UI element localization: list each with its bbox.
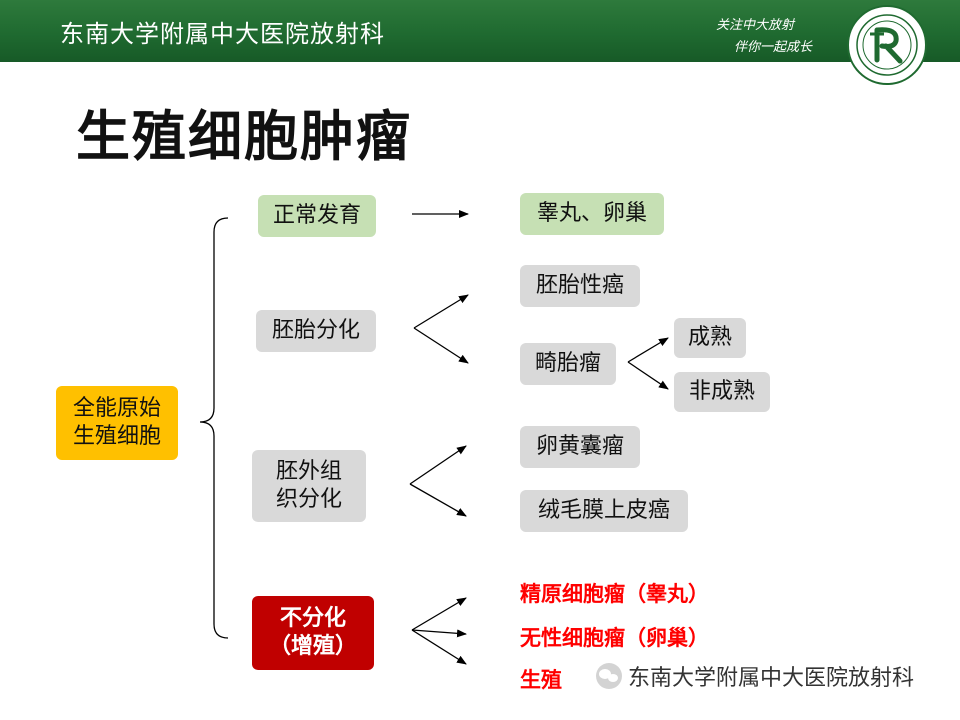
branch-extra-embryonic: 胚外组 织分化 bbox=[252, 450, 366, 522]
undiff-line-2: （增殖） bbox=[268, 634, 357, 659]
root-brace bbox=[199, 217, 229, 639]
leaf-dysgerminoma: 无性细胞瘤（卵巢） bbox=[520, 626, 709, 650]
arrow-embryonic-up bbox=[413, 294, 469, 329]
arrow-undiff-down bbox=[411, 629, 467, 665]
arrow-teratoma-up bbox=[627, 337, 669, 363]
leaf-seminoma: 精原细胞瘤（睾丸） bbox=[520, 582, 709, 606]
leaf-teratoma: 畸胎瘤 bbox=[520, 343, 616, 385]
arrow-undiff-mid bbox=[411, 629, 467, 638]
header-title: 东南大学附属中大医院放射科 bbox=[60, 20, 385, 48]
leaf-testis-ovary: 睾丸、卵巢 bbox=[520, 193, 664, 235]
leaf-immature: 非成熟 bbox=[674, 372, 770, 412]
wechat-icon bbox=[596, 663, 622, 689]
extra-line-1: 胚外组 bbox=[275, 459, 342, 484]
header-bar: 东南大学附属中大医院放射科 关注中大放射 伴你一起成长 bbox=[0, 0, 960, 62]
extra-line-2: 织分化 bbox=[275, 487, 342, 512]
arrow-undiff-up bbox=[411, 597, 467, 631]
root-line-1: 全能原始 bbox=[72, 396, 161, 421]
arrow-teratoma-down bbox=[627, 361, 669, 390]
branch-undifferentiated: 不分化 （增殖） bbox=[252, 596, 374, 670]
page-title: 生殖细胞肿瘤 bbox=[76, 105, 412, 168]
root-line-2: 生殖细胞 bbox=[72, 424, 161, 449]
arrow-extra-down bbox=[409, 483, 467, 517]
watermark-text: 东南大学附属中大医院放射科 bbox=[628, 666, 915, 691]
root-node: 全能原始 生殖细胞 bbox=[56, 386, 178, 460]
branch-normal: 正常发育 bbox=[258, 195, 376, 237]
leaf-mature: 成熟 bbox=[674, 318, 746, 358]
branch-embryonic: 胚胎分化 bbox=[256, 310, 376, 352]
undiff-line-1: 不分化 bbox=[279, 606, 346, 631]
slogan-line-2: 伴你一起成长 bbox=[734, 40, 813, 55]
slogan-line-1: 关注中大放射 bbox=[716, 18, 795, 33]
leaf-choriocarcinoma: 绒毛膜上皮癌 bbox=[520, 490, 688, 532]
watermark: 东南大学附属中大医院放射科 bbox=[596, 660, 914, 692]
arrow-extra-up bbox=[409, 445, 467, 485]
leaf-embryonal-carcinoma: 胚胎性癌 bbox=[520, 265, 640, 307]
hospital-logo-icon bbox=[847, 5, 927, 85]
leaf-germinoma-partial: 生殖 bbox=[520, 668, 562, 692]
arrow-embryonic-down bbox=[413, 327, 469, 364]
leaf-yolk-sac: 卵黄囊瘤 bbox=[520, 426, 640, 468]
